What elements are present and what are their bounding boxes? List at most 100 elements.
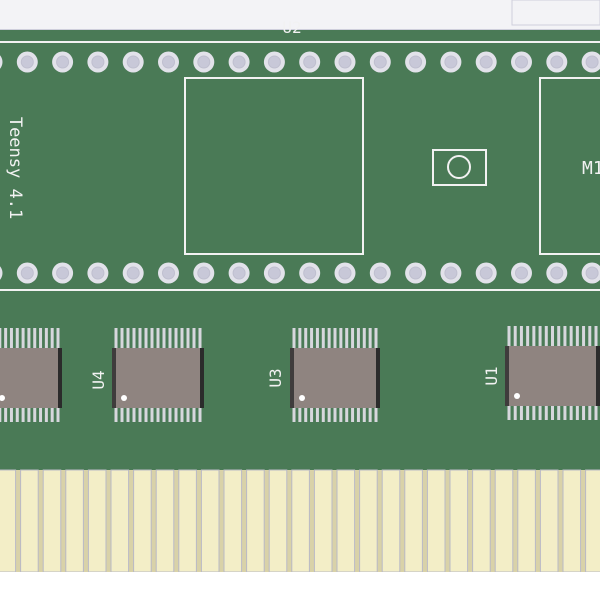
ic-pin	[21, 328, 25, 350]
ic-pin	[575, 398, 579, 420]
ic-pin	[321, 400, 325, 422]
ic-pin	[368, 400, 372, 422]
pad-drill	[20, 266, 34, 280]
ic-pin	[150, 328, 154, 350]
pad-drill	[444, 55, 458, 69]
ic-pin	[15, 400, 19, 422]
teensy-side-text: Teensy 4.1	[5, 117, 25, 219]
ic-pin	[507, 398, 511, 420]
pad-drill	[162, 266, 175, 280]
ic-pin	[4, 328, 8, 350]
ic-pin	[298, 328, 302, 350]
ic-pin	[315, 328, 319, 350]
gold-finger	[539, 469, 559, 573]
gold-finger	[404, 469, 423, 573]
gold-finger	[223, 469, 243, 573]
pin1-dot	[121, 395, 127, 401]
ic-pin	[315, 400, 319, 422]
ic-pin	[292, 328, 296, 350]
ic-pin	[569, 326, 573, 348]
gold-finger	[155, 469, 175, 573]
ic-pin	[310, 400, 314, 422]
gold-finger	[268, 469, 288, 573]
ic-pin	[126, 400, 130, 422]
pad-drill	[162, 55, 175, 69]
ic-pin	[56, 400, 60, 422]
ic-pin	[192, 328, 196, 350]
ic-pin	[114, 328, 118, 350]
ic-pin	[321, 328, 325, 350]
ic-pin	[513, 398, 517, 420]
m1-body-outline	[539, 77, 600, 255]
gold-finger	[313, 469, 333, 573]
gold-finger	[449, 469, 469, 573]
pad-drill	[91, 55, 105, 69]
pad-drill	[515, 266, 528, 280]
gold-finger	[562, 469, 582, 573]
ic-pin	[180, 400, 184, 422]
ic-pin	[156, 400, 160, 422]
ic-pin	[21, 400, 25, 422]
ic-edge	[376, 348, 380, 408]
pad-drill	[409, 266, 423, 280]
ic-pin	[132, 328, 136, 350]
ic-pin	[292, 400, 296, 422]
pad-drill	[409, 55, 423, 69]
soic-chips	[0, 326, 600, 422]
ic-pin	[144, 400, 148, 422]
pad-drill	[479, 55, 493, 69]
ic-pin	[563, 398, 567, 420]
pad-drill	[20, 55, 34, 69]
soic-chip	[505, 326, 600, 420]
gold-finger	[359, 469, 378, 573]
ic-pin	[114, 400, 118, 422]
small-footprint-circle	[447, 155, 471, 179]
ic-pin	[513, 326, 517, 348]
ic-pin	[9, 328, 13, 350]
ic-pin	[39, 328, 43, 350]
gold-finger	[291, 469, 310, 573]
gold-finger	[494, 469, 514, 573]
pad-drill	[267, 266, 281, 280]
ic-pin	[186, 400, 190, 422]
pad-drill	[197, 55, 211, 69]
ic-pin	[310, 328, 314, 350]
ic-pin	[557, 326, 561, 348]
ic-pin	[44, 400, 48, 422]
ic-pin	[162, 328, 166, 350]
ic-pin	[120, 328, 124, 350]
ic-pin	[594, 398, 598, 420]
ic-edge	[58, 348, 62, 408]
ic-pin	[551, 326, 554, 348]
ic-pin	[138, 400, 142, 422]
ic-pin	[538, 326, 542, 348]
gold-finger	[517, 469, 536, 573]
ic-pin	[345, 328, 349, 350]
ic-pin	[351, 328, 355, 350]
ic-pin	[551, 398, 554, 420]
ic-pin	[557, 398, 561, 420]
ic-pin	[327, 328, 331, 350]
ic-pin	[368, 328, 372, 350]
ic-edge	[200, 348, 204, 408]
ic-pin	[138, 328, 142, 350]
u1-label: U1	[482, 366, 501, 385]
pad-drill	[91, 266, 105, 280]
ic-edge	[596, 346, 600, 406]
ic-body	[0, 348, 62, 408]
through-hole-pad	[0, 55, 3, 69]
ic-pin	[544, 398, 548, 420]
gold-finger	[42, 469, 62, 573]
ic-pin	[192, 400, 196, 422]
ic-pin	[538, 398, 542, 420]
ic-pin	[304, 328, 308, 350]
gold-finger	[426, 469, 446, 573]
ic-pin	[356, 400, 360, 422]
pad-drill	[444, 266, 458, 280]
ic-pin	[374, 328, 378, 350]
ic-pin	[27, 328, 31, 350]
ic-pin	[356, 328, 360, 350]
ic-pin	[333, 328, 337, 350]
ic-pin	[50, 328, 54, 350]
